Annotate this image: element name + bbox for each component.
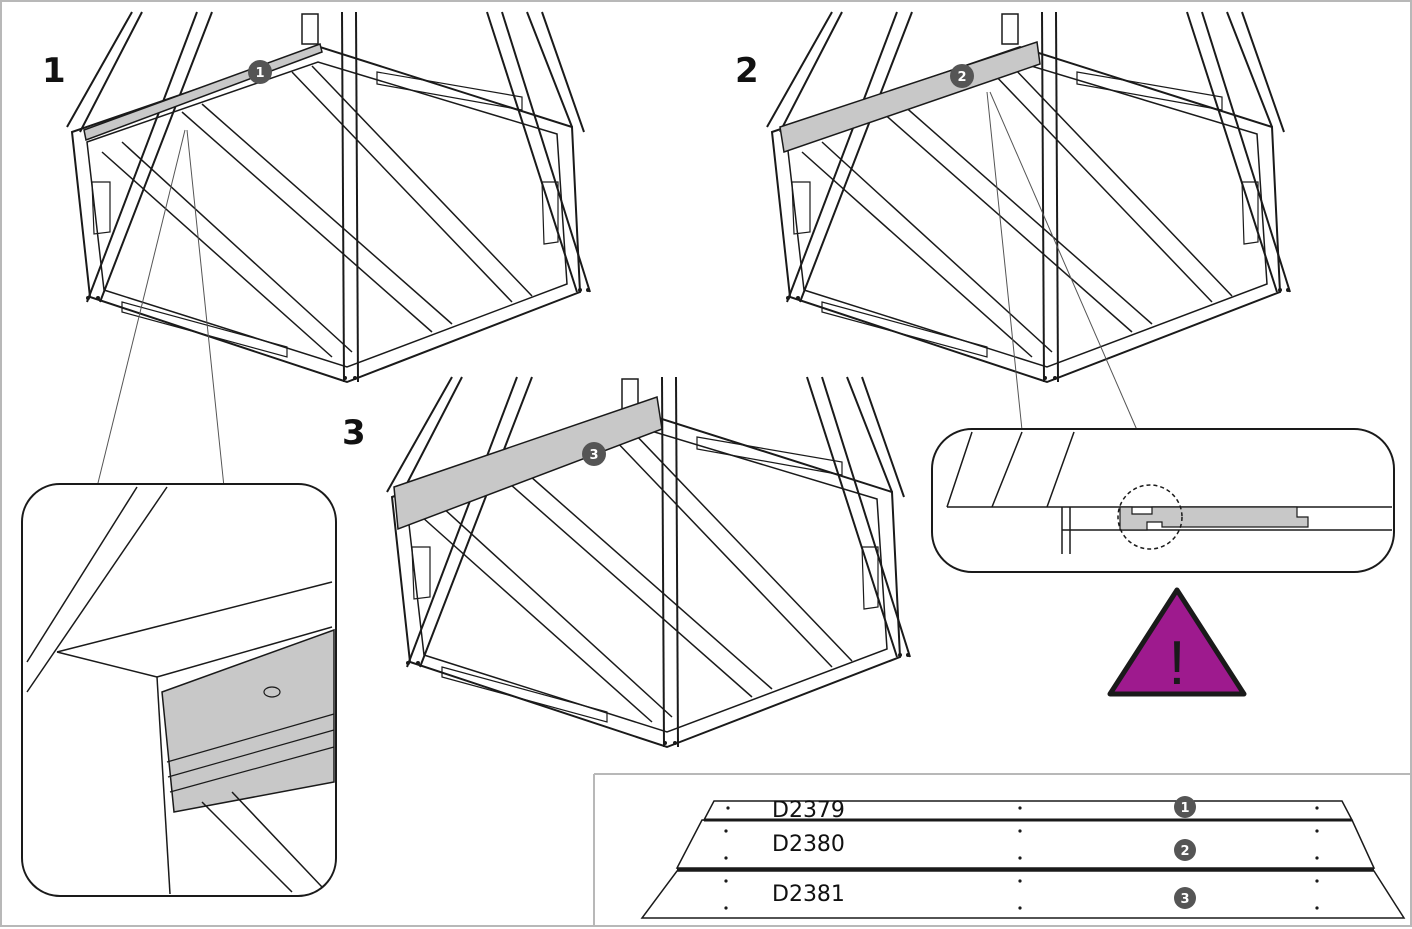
part-code-d2379: D2379 <box>772 798 845 823</box>
svg-text:2: 2 <box>957 70 966 85</box>
step-2-drawing: 2 <box>766 11 1291 383</box>
svg-text:2: 2 <box>1180 844 1189 859</box>
step-number-3: 3 <box>342 413 366 453</box>
part-marker-row-1 <box>1174 796 1196 818</box>
part-code-d2381: D2381 <box>772 882 845 907</box>
step-1-drawing: 1 <box>66 11 591 383</box>
detail-zoom-step-2 <box>931 428 1395 573</box>
part-marker-1 <box>248 60 272 84</box>
detail-highlight-circle <box>1117 484 1183 550</box>
detail-zoom-step-1 <box>21 483 337 897</box>
step-number-2: 2 <box>735 51 759 91</box>
step-3-drawing: 3 <box>386 376 911 748</box>
svg-text:!: ! <box>1168 629 1185 698</box>
warning-triangle-icon: ! <box>1107 587 1247 698</box>
svg-text:1: 1 <box>1180 801 1189 816</box>
svg-text:3: 3 <box>589 448 598 463</box>
part-marker-2 <box>950 64 974 88</box>
part-code-d2380: D2380 <box>772 832 845 857</box>
svg-text:1: 1 <box>255 66 264 81</box>
svg-text:3: 3 <box>1180 892 1189 907</box>
part-marker-row-2 <box>1174 839 1196 861</box>
part-marker-3 <box>582 442 606 466</box>
step-number-1: 1 <box>42 51 66 91</box>
parts-table: D2379 1 D2380 2 D2381 3 <box>593 773 1412 927</box>
part-marker-row-3 <box>1174 887 1196 909</box>
